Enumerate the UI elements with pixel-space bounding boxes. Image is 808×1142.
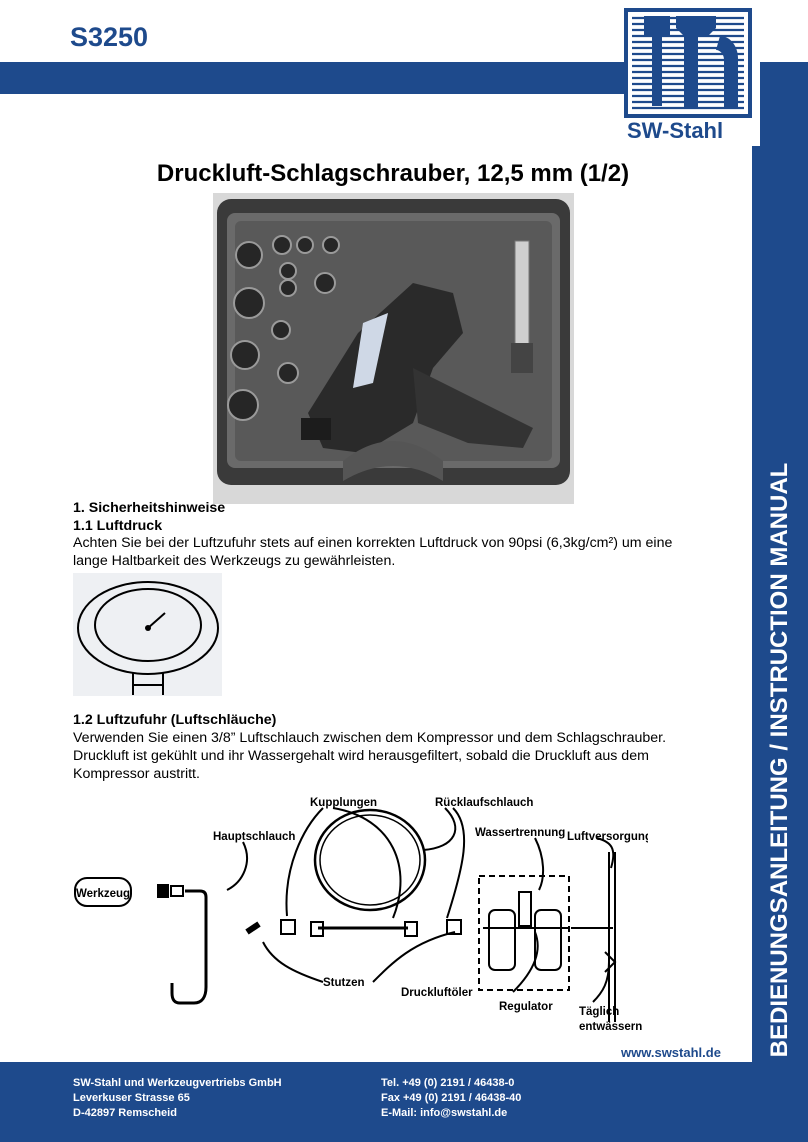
label-wassertrennung: Wassertrennung bbox=[475, 827, 565, 839]
section-heading: 1. Sicherheitshinweise bbox=[73, 500, 226, 516]
website-link[interactable]: www.swstahl.de bbox=[621, 1045, 721, 1060]
side-label: BEDIENUNGSANLEITUNG / INSTRUCTION MANUAL bbox=[766, 462, 793, 1058]
label-ruecklaufschlauch: Rücklaufschlauch bbox=[435, 797, 533, 809]
pressure-gauge-illustration bbox=[73, 573, 222, 696]
company-name: SW-Stahl und Werkzeugvertriebs GmbH bbox=[73, 1077, 282, 1089]
logo-text: SW-Stahl bbox=[627, 118, 724, 143]
brand-logo bbox=[624, 6, 760, 146]
subsection-heading-luftdruck: 1.1 Luftdruck bbox=[73, 518, 163, 534]
fax-number: Fax +49 (0) 2191 / 46438-40 bbox=[381, 1092, 522, 1104]
label-druckluftoeler: Druckluftöler bbox=[401, 987, 473, 999]
product-photo bbox=[213, 193, 574, 504]
label-entwaessern: entwässern bbox=[579, 1021, 642, 1033]
email-address[interactable]: E-Mail: info@swstahl.de bbox=[381, 1107, 508, 1119]
paragraph-line: lange Haltbarkeit des Werkzeugs zu gewäh… bbox=[73, 553, 396, 569]
paragraph-line: Kompressor austritt. bbox=[73, 766, 200, 782]
label-regulator: Regulator bbox=[499, 1001, 553, 1013]
side-bar bbox=[752, 62, 808, 1062]
wrench-logo-icon bbox=[624, 8, 752, 118]
label-luftversorgung: Luftversorgung bbox=[567, 831, 648, 843]
paragraph-line: Achten Sie bei der Luftzufuhr stets auf … bbox=[73, 535, 673, 551]
subsection-heading-luftzufuhr: 1.2 Luftzufuhr (Luftschläuche) bbox=[73, 712, 277, 728]
phone-number: Tel. +49 (0) 2191 / 46438-0 bbox=[381, 1077, 515, 1089]
label-kupplungen: Kupplungen bbox=[310, 797, 377, 809]
page-title: Druckluft-Schlagschrauber, 12,5 mm (1/2) bbox=[156, 160, 630, 187]
label-werkzeug: Werkzeug bbox=[76, 888, 130, 900]
label-taeglich: Täglich bbox=[579, 1006, 619, 1018]
paragraph-line: Druckluft ist gekühlt und ihr Wassergeha… bbox=[73, 748, 649, 764]
label-hauptschlauch: Hauptschlauch bbox=[213, 831, 295, 843]
company-city: D-42897 Remscheid bbox=[73, 1107, 177, 1119]
model-number: S3250 bbox=[70, 22, 149, 52]
air-supply-diagram: Werkzeug Hauptschlauch Kupplungen Rückla… bbox=[74, 797, 648, 1033]
label-stutzen: Stutzen bbox=[323, 977, 365, 989]
company-street: Leverkuser Strasse 65 bbox=[73, 1092, 190, 1104]
footer-bar bbox=[0, 1062, 808, 1142]
paragraph-line: Verwenden Sie einen 3/8” Luftschlauch zw… bbox=[73, 730, 667, 746]
